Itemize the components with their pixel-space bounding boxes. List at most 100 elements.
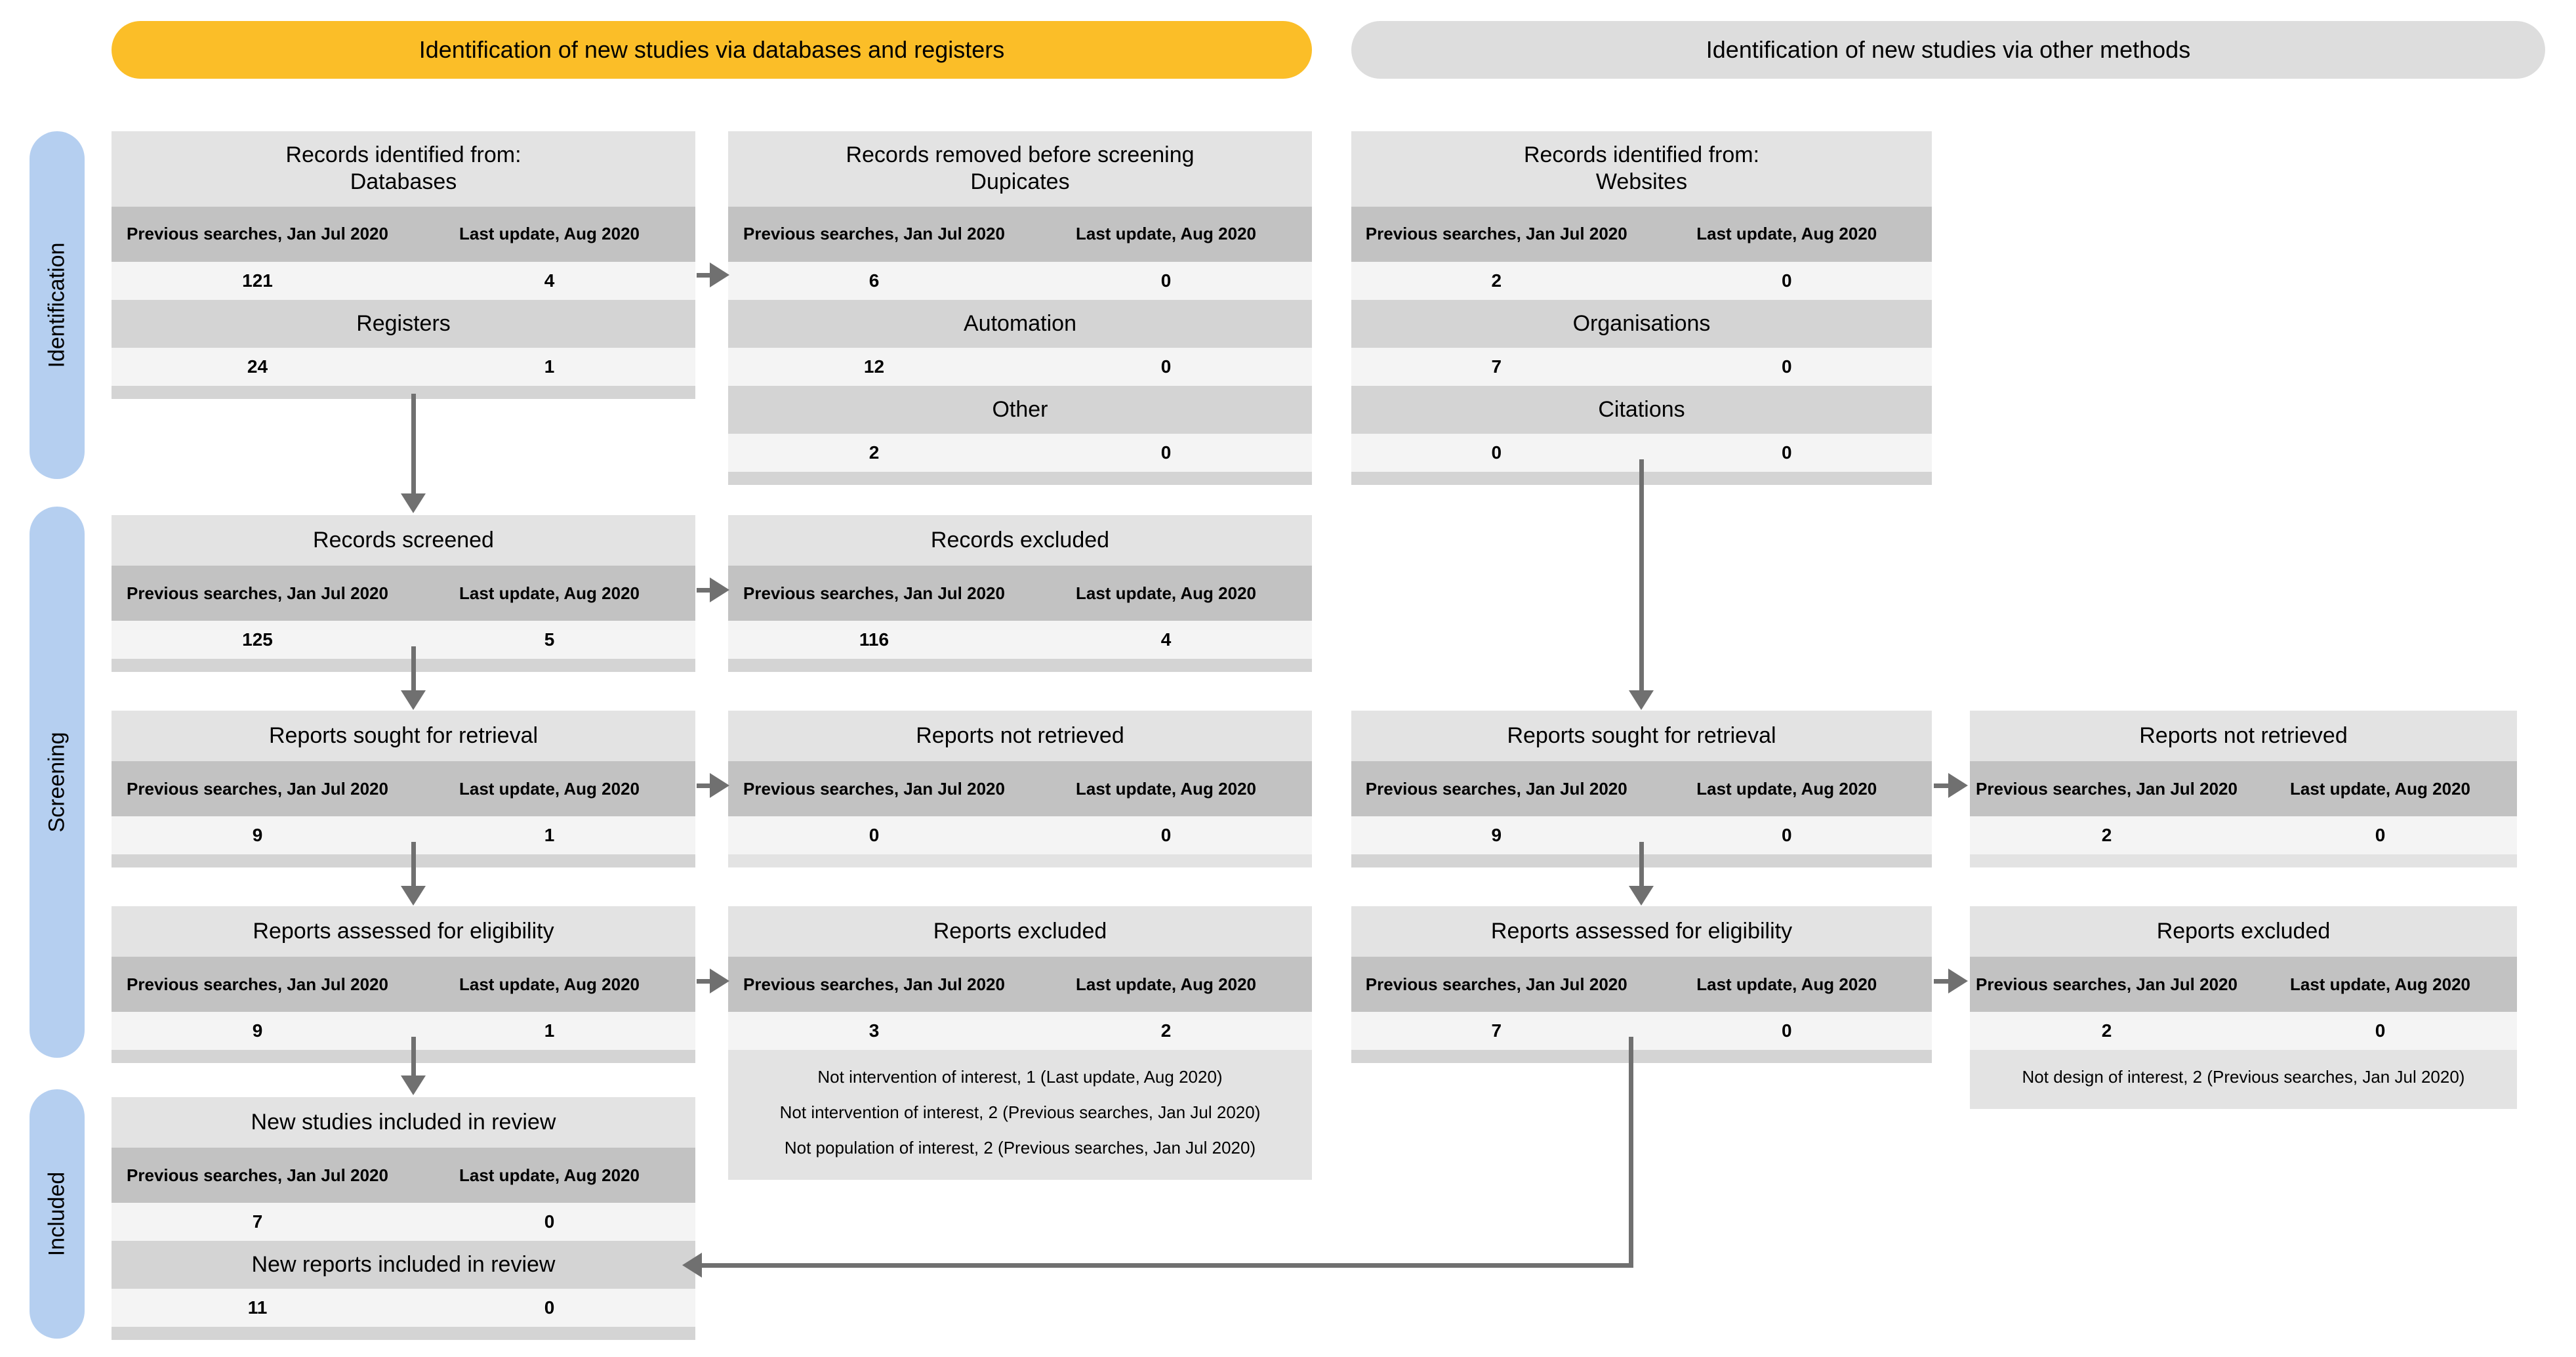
- value-last-update: 0: [2375, 825, 2386, 846]
- table-header-row: Previous searches, Jan Jul 2020 Last upd…: [1351, 957, 1932, 1013]
- value-previous: 116: [859, 629, 889, 650]
- value-last-update: 1: [544, 825, 555, 846]
- value-previous: 125: [242, 629, 273, 650]
- box-records-identified-databases: Records identified from: Databases Previ…: [112, 131, 695, 399]
- box-title-reports-excluded: Reports excluded: [933, 919, 1107, 944]
- box-reports-not-retrieved-other: Reports not retrieved Previous searches,…: [1970, 711, 2517, 868]
- arrow-identified-to-removed-icon: [697, 262, 729, 289]
- value-last-update: 0: [2375, 1020, 2386, 1041]
- banner-other-methods: Identification of new studies via other …: [1351, 21, 2545, 79]
- value-previous: 24: [247, 356, 268, 377]
- value-row-organisations: 7 0: [1351, 347, 1932, 386]
- value-previous: 121: [242, 270, 273, 291]
- table-header-row: Previous searches, Jan Jul 2020 Last upd…: [1351, 761, 1932, 817]
- value-last-update: 4: [544, 270, 555, 291]
- col-header-last-update: Last update, Aug 2020: [459, 974, 640, 994]
- box-title-records-identified-databases: Records identified from: Databases: [112, 131, 695, 207]
- arrow-identified-to-screened-icon: [401, 394, 427, 515]
- table-header-row: Previous searches, Jan Jul 2020 Last upd…: [112, 957, 695, 1013]
- box-footer-strip: [728, 471, 1312, 485]
- arrow-assessed-other-to-excluded-icon: [1934, 969, 1972, 995]
- box-title-reports-sought: Reports sought for retrieval: [268, 723, 539, 748]
- phase-pill-screening: Screening: [30, 507, 85, 1058]
- col-header-last-update: Last update, Aug 2020: [1696, 974, 1877, 994]
- col-header-previous: Previous searches, Jan Jul 2020: [743, 583, 1005, 603]
- box-reports-sought-other: Reports sought for retrieval Previous se…: [1351, 711, 1932, 868]
- col-header-previous: Previous searches, Jan Jul 2020: [1976, 974, 2238, 994]
- title-line-1: Records identified from:: [285, 142, 521, 167]
- value-row: 7 0: [1351, 1012, 1932, 1051]
- arrow-assessed-other-to-included-elbow-icon: [682, 1037, 1633, 1278]
- box-title-reports-excluded: Reports excluded: [2156, 919, 2331, 944]
- value-last-update: 0: [1160, 356, 1172, 377]
- value-row: 116 4: [728, 621, 1312, 659]
- value-last-update: 0: [1781, 270, 1792, 291]
- col-header-previous: Previous searches, Jan Jul 2020: [127, 778, 388, 799]
- col-header-previous: Previous searches, Jan Jul 2020: [127, 974, 388, 994]
- banner-databases-label: Identification of new studies via databa…: [419, 36, 1005, 63]
- value-row-new-reports: 11 0: [112, 1289, 695, 1327]
- box-title-records-identified-other: Records identified from: Websites: [1351, 131, 1932, 207]
- value-row-other: 2 0: [728, 433, 1312, 472]
- box-records-excluded: Records excluded Previous searches, Jan …: [728, 515, 1312, 673]
- value-row: 0 0: [728, 816, 1312, 855]
- col-header-previous: Previous searches, Jan Jul 2020: [743, 224, 1005, 244]
- value-row-automation: 12 0: [728, 347, 1312, 386]
- value-last-update: 0: [1781, 1020, 1792, 1041]
- table-header-row: Previous searches, Jan Jul 2020 Last upd…: [112, 566, 695, 621]
- exclusion-reason: Not population of interest, 2 (Previous …: [784, 1138, 1256, 1158]
- value-previous: 9: [252, 825, 263, 846]
- value-last-update: 0: [1781, 442, 1792, 463]
- sub-label-registers: Registers: [112, 299, 695, 348]
- value-previous: 2: [869, 442, 880, 463]
- col-header-last-update: Last update, Aug 2020: [1076, 224, 1256, 244]
- box-title-records-excluded: Records excluded: [930, 528, 1110, 553]
- value-last-update: 0: [1160, 442, 1172, 463]
- value-last-update: 0: [1781, 825, 1792, 846]
- arrow-screened-to-sought-icon: [401, 646, 427, 712]
- table-header-row: Previous searches, Jan Jul 2020 Last upd…: [1970, 957, 2517, 1013]
- box-footer-strip: [112, 1327, 695, 1341]
- box-title-records-removed: Records removed before screening Dupicat…: [728, 131, 1312, 207]
- title-line-2: Websites: [1595, 169, 1688, 195]
- box-reports-not-retrieved-databases: Reports not retrieved Previous searches,…: [728, 711, 1312, 868]
- value-previous: 7: [252, 1211, 263, 1232]
- title-line-1: Records removed before screening: [846, 142, 1195, 167]
- table-header-row: Previous searches, Jan Jul 2020 Last upd…: [728, 566, 1312, 621]
- value-last-update: 1: [544, 1020, 555, 1041]
- phase-pill-identification: Identification: [30, 131, 85, 479]
- title-line-2: Dupicates: [970, 169, 1070, 195]
- box-footer-strip: [112, 385, 695, 399]
- value-previous: 0: [869, 825, 880, 846]
- exclusion-reason: Not design of interest, 2 (Previous sear…: [2022, 1067, 2465, 1087]
- box-records-screened: Records screened Previous searches, Jan …: [112, 515, 695, 673]
- value-row-websites: 2 0: [1351, 261, 1932, 300]
- value-previous: 2: [1491, 270, 1502, 291]
- arrow-sought-to-not-retrieved-icon: [697, 773, 729, 799]
- col-header-last-update: Last update, Aug 2020: [459, 583, 640, 603]
- value-row: 3 2: [728, 1012, 1312, 1051]
- phase-label-included: Included: [44, 1171, 70, 1257]
- arrow-identified-other-to-sought-icon: [1629, 459, 1655, 712]
- col-header-previous: Previous searches, Jan Jul 2020: [743, 974, 1005, 994]
- box-footer-strip: [728, 854, 1312, 868]
- title-line-1: Records identified from:: [1523, 142, 1760, 167]
- value-previous: 9: [252, 1020, 263, 1041]
- value-row-registers: 24 1: [112, 347, 695, 386]
- table-header-row: Previous searches, Jan Jul 2020 Last upd…: [112, 206, 695, 262]
- value-previous: 11: [247, 1297, 268, 1318]
- value-last-update: 0: [1160, 825, 1172, 846]
- col-header-last-update: Last update, Aug 2020: [1696, 778, 1877, 799]
- box-footer-strip: [112, 1050, 695, 1064]
- col-header-previous: Previous searches, Jan Jul 2020: [743, 778, 1005, 799]
- box-title-records-screened: Records screened: [313, 528, 494, 553]
- col-header-last-update: Last update, Aug 2020: [1076, 583, 1256, 603]
- value-previous: 12: [863, 356, 885, 377]
- box-new-studies-included: New studies included in review Previous …: [112, 1097, 695, 1341]
- phase-label-identification: Identification: [44, 242, 70, 368]
- table-header-row: Previous searches, Jan Jul 2020 Last upd…: [728, 206, 1312, 262]
- value-previous: 0: [1491, 442, 1502, 463]
- box-footer-strip: [112, 854, 695, 868]
- box-title-reports-not-retrieved: Reports not retrieved: [2139, 723, 2348, 748]
- box-reports-sought-databases: Reports sought for retrieval Previous se…: [112, 711, 695, 868]
